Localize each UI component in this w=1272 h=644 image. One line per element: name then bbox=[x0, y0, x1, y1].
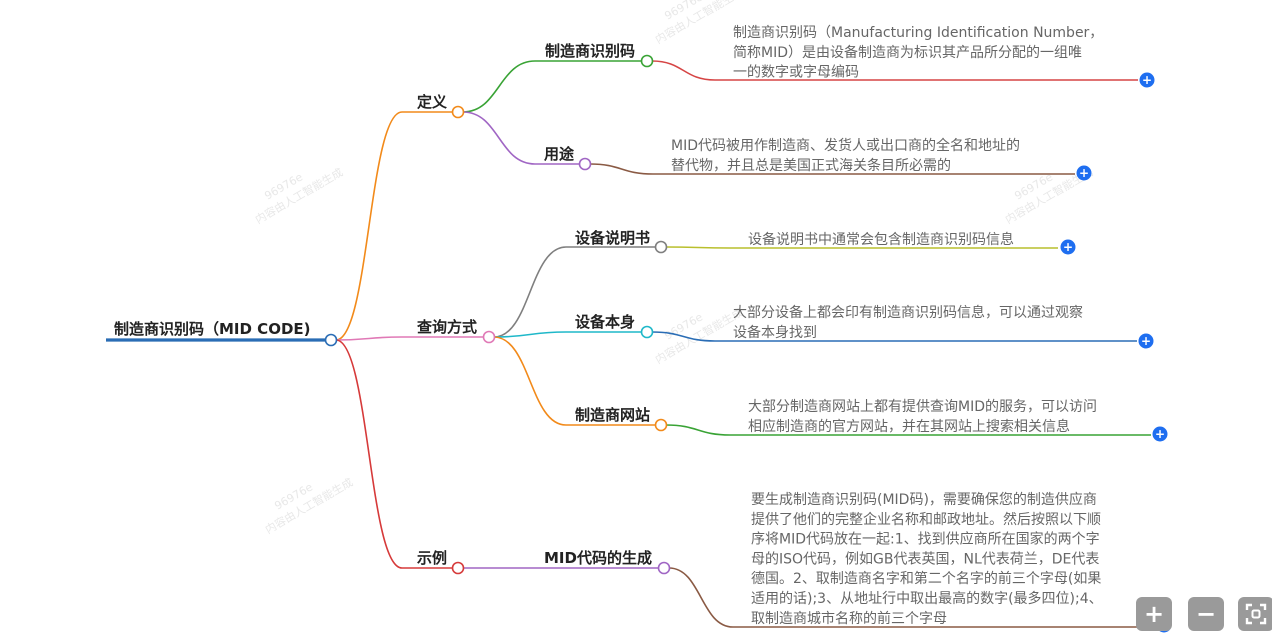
expand-button-lookup-website[interactable]: + bbox=[1152, 426, 1168, 442]
child-dot-lookup-website[interactable] bbox=[654, 418, 668, 432]
watermark-text: 内容由人工智能生成 bbox=[653, 0, 746, 46]
child-dot-def-use[interactable] bbox=[578, 157, 592, 171]
leaf-line: 简称MID）是由设备制造商为标识其产品所分配的一组唯 bbox=[733, 44, 1082, 61]
nodes-layer: 制造商识别码（MID CODE) 定义 制造商识别码 制造商识别码（Manufactu… bbox=[114, 25, 1172, 633]
leaf-line: 设备本身找到 bbox=[733, 324, 817, 341]
branch-dot-example[interactable] bbox=[451, 561, 465, 575]
edge-lookup-to-lookup-website bbox=[493, 336, 567, 426]
branch-dot-definition[interactable] bbox=[451, 105, 465, 119]
leaf-line: 大部分设备上都会印有制造商识别码信息，可以通过观察 bbox=[733, 304, 1083, 321]
leaf-text-lookup-manual: 设备说明书中通常会包含制造商识别码信息 bbox=[748, 231, 1014, 248]
edge-example-gen-to-leaf bbox=[668, 567, 734, 628]
leaf-line: 设备说明书中通常会包含制造商识别码信息 bbox=[748, 231, 1014, 248]
leaf-line: 要生成制造商识别码(MID码)，需要确保您的制造供应商 bbox=[751, 491, 1097, 508]
leaf-line: 相应制造商的官方网站，并在其网站上搜索相关信息 bbox=[748, 418, 1070, 435]
edge-lookup-device-to-leaf bbox=[651, 331, 716, 342]
child-dot-example-gen[interactable] bbox=[657, 561, 671, 575]
expand-circle-icon bbox=[1076, 165, 1092, 181]
leaf-line: MID代码被用作制造商、发货人或出口商的全名和地址的 bbox=[671, 137, 1020, 154]
leaf-text-def-use: MID代码被用作制造商、发货人或出口商的全名和地址的替代物，并且总是美国正式海关… bbox=[671, 137, 1020, 174]
edge-lookup-website-to-leaf bbox=[665, 424, 731, 436]
edge-lookup-to-lookup-device bbox=[493, 331, 567, 338]
branch-label-example: 示例 bbox=[417, 549, 447, 567]
branch-label-definition: 定义 bbox=[417, 93, 447, 111]
zoom-out-button[interactable]: − bbox=[1188, 597, 1224, 631]
leaf-text-example-gen: 要生成制造商识别码(MID码)，需要确保您的制造供应商提供了他们的完整企业名称和… bbox=[751, 491, 1103, 627]
edge-lookup-manual-to-leaf bbox=[665, 246, 731, 249]
edge-def-use-to-leaf bbox=[589, 163, 654, 175]
edges-layer bbox=[335, 60, 734, 628]
leaf-line: 取制造商城市名称的前三个字母 bbox=[751, 610, 947, 627]
leaf-line: 一的数字或字母编码 bbox=[733, 65, 859, 81]
expand-circle-icon bbox=[1060, 239, 1076, 255]
expand-circle-icon bbox=[1138, 333, 1154, 349]
leaf-line: 替代物，并且总是美国正式海关条目所必需的 bbox=[671, 157, 951, 174]
plus-icon: + bbox=[1142, 73, 1152, 87]
leaf-line: 大部分制造商网站上都有提供查询MID的服务，可以访问 bbox=[748, 399, 1097, 415]
leaf-line: 提供了他们的完整企业名称和邮政地址。然后按照以下顺 bbox=[751, 511, 1101, 528]
edge-def-mid-to-leaf bbox=[651, 60, 716, 81]
child-dot-lookup-manual[interactable] bbox=[654, 240, 668, 254]
expand-button-lookup-manual[interactable]: + bbox=[1060, 239, 1076, 255]
expand-button-def-mid[interactable]: + bbox=[1139, 72, 1155, 88]
child-dot-def-mid[interactable] bbox=[640, 54, 654, 68]
edge-definition-to-def-mid bbox=[462, 60, 536, 113]
edge-definition-to-def-use bbox=[462, 111, 536, 165]
edge-root-to-lookup bbox=[335, 336, 403, 341]
child-label-def-mid: 制造商识别码 bbox=[545, 42, 635, 60]
child-label-lookup-website: 制造商网站 bbox=[575, 406, 650, 424]
edge-root-to-definition bbox=[335, 111, 403, 341]
leaf-text-def-mid: 制造商识别码（Manufacturing Identification Numb… bbox=[733, 25, 1103, 81]
expand-button-def-use[interactable]: + bbox=[1076, 165, 1092, 181]
root-node-label: 制造商识别码（MID CODE) bbox=[114, 320, 311, 338]
leaf-line: 制造商识别码（Manufacturing Identification Numb… bbox=[733, 25, 1103, 41]
leaf-line: 序将MID代码放在一起:1、找到供应商所在国家的两个字 bbox=[751, 531, 1100, 548]
plus-icon: + bbox=[1155, 427, 1165, 441]
plus-icon: + bbox=[1063, 240, 1073, 254]
root-node-dot[interactable] bbox=[324, 333, 338, 347]
leaf-line: 德国。2、取制造商名字和第二个名字的前三个字母(如果 bbox=[751, 570, 1101, 587]
leaf-text-lookup-website: 大部分制造商网站上都有提供查询MID的服务，可以访问相应制造商的官方网站，并在其… bbox=[748, 399, 1097, 435]
underlines-layer bbox=[106, 60, 1155, 628]
fit-view-button[interactable] bbox=[1238, 597, 1272, 631]
plus-icon: + bbox=[1079, 166, 1089, 180]
edge-root-to-example bbox=[335, 339, 403, 569]
child-label-def-use: 用途 bbox=[544, 145, 575, 163]
leaf-line: 母的ISO代码，例如GB代表英国，NL代表荷兰，DE代表 bbox=[751, 550, 1099, 567]
plus-icon: + bbox=[1141, 334, 1151, 348]
branch-label-lookup: 查询方式 bbox=[417, 318, 477, 336]
branch-dot-lookup[interactable] bbox=[482, 330, 496, 344]
child-label-example-gen: MID代码的生成 bbox=[544, 549, 652, 567]
edge-lookup-to-lookup-manual bbox=[493, 246, 567, 338]
leaf-text-lookup-device: 大部分设备上都会印有制造商识别码信息，可以通过观察设备本身找到 bbox=[733, 304, 1083, 341]
child-label-lookup-device: 设备本身 bbox=[575, 313, 635, 331]
expand-circle-icon bbox=[1152, 426, 1168, 442]
expand-button-lookup-device[interactable]: + bbox=[1138, 333, 1154, 349]
child-dot-lookup-device[interactable] bbox=[640, 325, 654, 339]
fit-view-icon bbox=[1245, 603, 1267, 625]
expand-circle-icon bbox=[1139, 72, 1155, 88]
leaf-line: 适用的话);3、从地址行中取出最高的数字(最多四位);4、 bbox=[751, 590, 1103, 607]
zoom-in-button[interactable]: + bbox=[1136, 597, 1172, 631]
child-label-lookup-manual: 设备说明书 bbox=[575, 229, 650, 247]
